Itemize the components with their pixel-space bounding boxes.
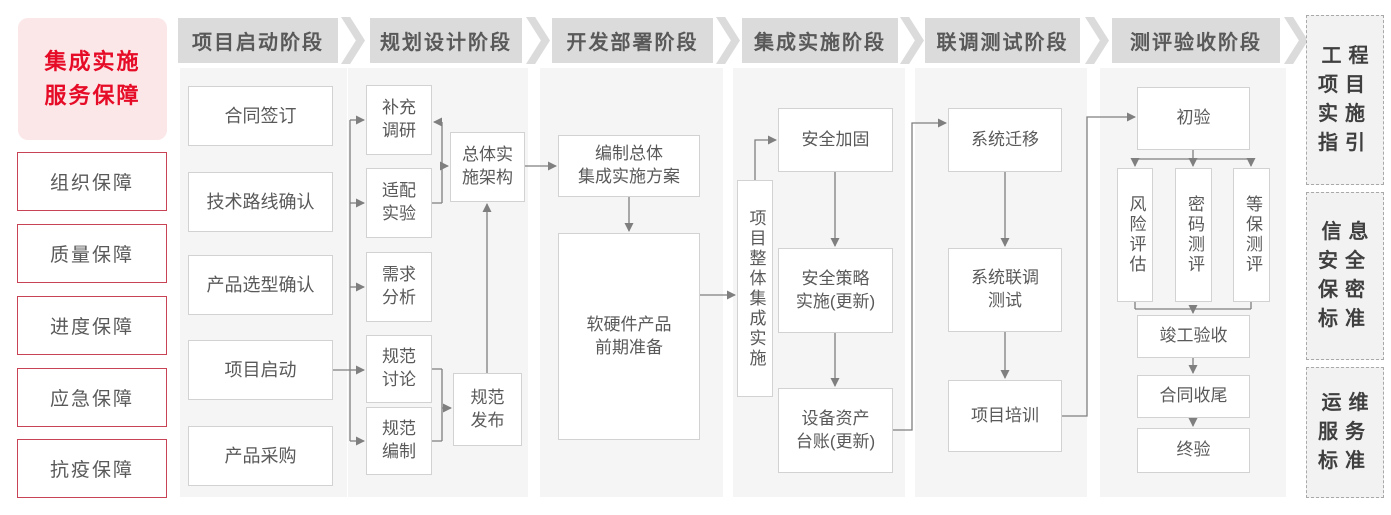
box-security-hardening: 安全加固 — [778, 108, 893, 172]
box-product-selection-confirm: 产品选型确认 — [188, 255, 333, 315]
phase-header-label: 开发部署阶段 — [566, 32, 699, 54]
phase-header-planning: 规划设计阶段 — [370, 18, 522, 63]
sidebar-title-card: 集成实施 服务保障 — [18, 18, 167, 140]
sidebar-title: 集成实施 服务保障 — [44, 48, 141, 108]
sidebar-item-emergency: 应急保障 — [17, 368, 167, 427]
sidebar-item-label: 进度保障 — [49, 317, 134, 338]
box-final-acceptance: 终验 — [1137, 428, 1250, 473]
phase-header-testing: 联调测试阶段 — [925, 18, 1080, 63]
box-spec-drafting: 规范 编制 — [366, 407, 432, 475]
box-completion-acceptance: 竣工验收 — [1137, 315, 1250, 358]
box-adaptation-experiment: 适配 实验 — [366, 168, 432, 238]
box-spec-release: 规范 发布 — [453, 373, 522, 446]
box-classified-protection-evaluation: 等保测评 — [1233, 168, 1270, 302]
phase-header-label: 项目启动阶段 — [192, 32, 324, 54]
phase-header-kickoff: 项目启动阶段 — [178, 18, 338, 63]
standard-information-security: 信息 安全 保密 标准 — [1306, 192, 1384, 360]
sidebar-item-label: 应急保障 — [49, 389, 134, 410]
box-system-migration: 系统迁移 — [948, 108, 1062, 172]
sidebar-item-label: 组织保障 — [49, 173, 134, 194]
chevron-arrow-icon — [716, 17, 740, 64]
chevron-arrow-icon — [1085, 17, 1109, 64]
standard-project-implementation-guide: 工程 项目 实施 指引 — [1306, 15, 1384, 185]
box-overall-integration-plan: 编制总体 集成实施方案 — [558, 135, 700, 197]
phase-header-acceptance: 测评验收阶段 — [1112, 18, 1280, 63]
phase-header-label: 规划设计阶段 — [380, 32, 512, 54]
box-initial-acceptance: 初验 — [1137, 87, 1250, 150]
chevron-arrow-icon — [526, 17, 550, 64]
box-crypto-evaluation: 密码测评 — [1175, 168, 1212, 302]
box-overall-implementation-architecture: 总体实 施架构 — [450, 132, 525, 202]
box-security-policy-implementation: 安全策略 实施(更新) — [778, 248, 893, 333]
chevron-arrow-icon — [341, 17, 365, 64]
box-contract-closure: 合同收尾 — [1137, 375, 1250, 418]
sidebar-item-label: 抗疫保障 — [49, 460, 134, 481]
box-project-kickoff: 项目启动 — [188, 340, 333, 400]
phase-header-development: 开发部署阶段 — [552, 18, 713, 63]
phase-header-label: 测评验收阶段 — [1130, 32, 1262, 54]
box-project-training: 项目培训 — [948, 380, 1062, 452]
chevron-arrow-icon — [1284, 17, 1308, 64]
sidebar-item-epidemic: 抗疫保障 — [17, 439, 167, 498]
sidebar-item-schedule: 进度保障 — [17, 296, 167, 355]
sidebar-item-organization: 组织保障 — [17, 152, 167, 211]
phase-header-integration: 集成实施阶段 — [742, 18, 898, 63]
phase-header-label: 联调测试阶段 — [936, 32, 1069, 54]
box-spec-discussion: 规范 讨论 — [366, 335, 432, 403]
box-contract-signing: 合同签订 — [188, 86, 333, 146]
standard-operation-maintenance: 运维 服务 标准 — [1306, 367, 1384, 498]
box-tech-route-confirm: 技术路线确认 — [188, 172, 333, 232]
box-asset-ledger-update: 设备资产 台账(更新) — [778, 388, 893, 473]
box-overall-integration-implementation: 项目整体集成实施 — [737, 180, 773, 397]
box-system-joint-debugging: 系统联调 测试 — [948, 248, 1062, 332]
box-hw-sw-preparation: 软硬件产品 前期准备 — [558, 233, 700, 440]
box-risk-assessment: 风险评估 — [1117, 168, 1153, 302]
chevron-arrow-icon — [900, 17, 924, 64]
sidebar-item-quality: 质量保障 — [17, 224, 167, 283]
box-requirement-analysis: 需求 分析 — [366, 252, 432, 322]
phase-header-label: 集成实施阶段 — [754, 32, 886, 54]
box-supplementary-research: 补充 调研 — [366, 85, 432, 155]
box-product-procurement: 产品采购 — [188, 426, 333, 486]
sidebar-item-label: 质量保障 — [49, 245, 134, 266]
